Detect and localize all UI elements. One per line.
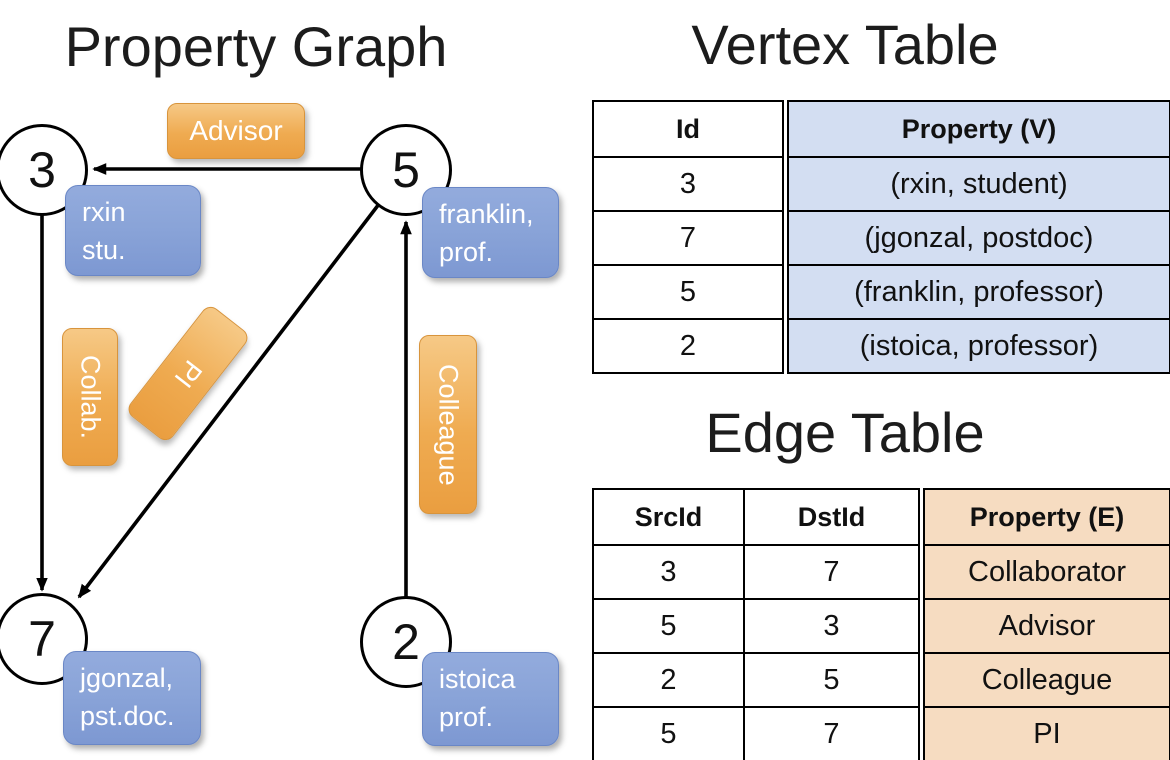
edge-table-property-column: Property (E) Collaborator Advisor Collea…: [923, 488, 1170, 760]
column-header-property-v: Property (V): [901, 113, 1057, 144]
table-cell: (rxin, student): [789, 156, 1169, 210]
vertex-property-box-franklin: franklin, prof.: [422, 187, 559, 278]
vertex-property-box-rxin: rxin stu.: [65, 185, 201, 276]
column-header-property-e: Property (E): [969, 501, 1125, 532]
edge-label-collab: Collab.: [62, 328, 118, 466]
edge-label-text: Colleague: [433, 363, 464, 486]
edge-label-text: PI: [168, 354, 209, 394]
graph-node-7: 7: [0, 593, 88, 685]
graph-node-3: 3: [0, 124, 88, 216]
edge-table-title: Edge Table: [705, 401, 985, 464]
table-cell: 7: [743, 706, 918, 760]
edge-label-text: Advisor: [189, 115, 283, 146]
table-cell: 3: [594, 156, 782, 210]
vertex-property-line: franklin,: [439, 199, 534, 229]
edge-table-id-columns: SrcId DstId 3 7 5 3 2 5 5 7: [592, 488, 920, 760]
column-header-srcid: SrcId: [634, 501, 703, 532]
property-graph-title: Property Graph: [64, 15, 448, 78]
vertex-property-box-istoica: istoica prof.: [422, 652, 559, 746]
table-cell: (istoica, professor): [789, 318, 1169, 372]
table-cell: (franklin, professor): [789, 264, 1169, 318]
table-cell: 7: [743, 544, 918, 598]
vertex-table-property-column: Property (V) (rxin, student) (jgonzal, p…: [787, 100, 1170, 374]
vertex-property-line: istoica: [439, 664, 516, 694]
vertex-property-line: pst.doc.: [80, 701, 175, 732]
edge-label-advisor: Advisor: [167, 103, 305, 159]
node-id-label: 2: [392, 614, 420, 670]
table-cell: PI: [925, 706, 1169, 760]
table-cell: 5: [743, 652, 918, 706]
table-cell: Collaborator: [925, 544, 1169, 598]
table-cell: 2: [594, 652, 743, 706]
table-cell: 2: [594, 318, 782, 372]
table-cell: (jgonzal, postdoc): [789, 210, 1169, 264]
table-cell: 5: [594, 706, 743, 760]
edge-label-colleague: Colleague: [419, 335, 477, 514]
vertex-property-line: prof.: [439, 237, 494, 268]
table-cell: 7: [594, 210, 782, 264]
node-id-label: 3: [28, 142, 56, 198]
vertex-property-line: jgonzal,: [80, 663, 174, 693]
vertex-property-line: prof.: [439, 702, 494, 733]
node-id-label: 7: [28, 611, 56, 667]
table-cell: Colleague: [925, 652, 1169, 706]
vertex-property-line: stu.: [82, 235, 126, 266]
table-cell: 5: [594, 598, 743, 652]
column-header-id: Id: [676, 113, 700, 144]
column-header-dstid: DstId: [743, 490, 918, 544]
edge-label-pi: PI: [124, 302, 252, 445]
table-cell: 5: [594, 264, 782, 318]
table-cell: 3: [743, 598, 918, 652]
vertex-property-line: rxin: [82, 197, 126, 227]
vertex-table-title: Vertex Table: [691, 13, 999, 76]
vertex-table-id-column: Id 3 7 5 2: [592, 100, 784, 374]
node-id-label: 5: [392, 142, 420, 198]
vertex-property-box-jgonzal: jgonzal, pst.doc.: [63, 651, 201, 745]
edge-label-text: Collab.: [75, 354, 106, 440]
table-cell: Advisor: [925, 598, 1169, 652]
table-cell: 3: [594, 544, 743, 598]
